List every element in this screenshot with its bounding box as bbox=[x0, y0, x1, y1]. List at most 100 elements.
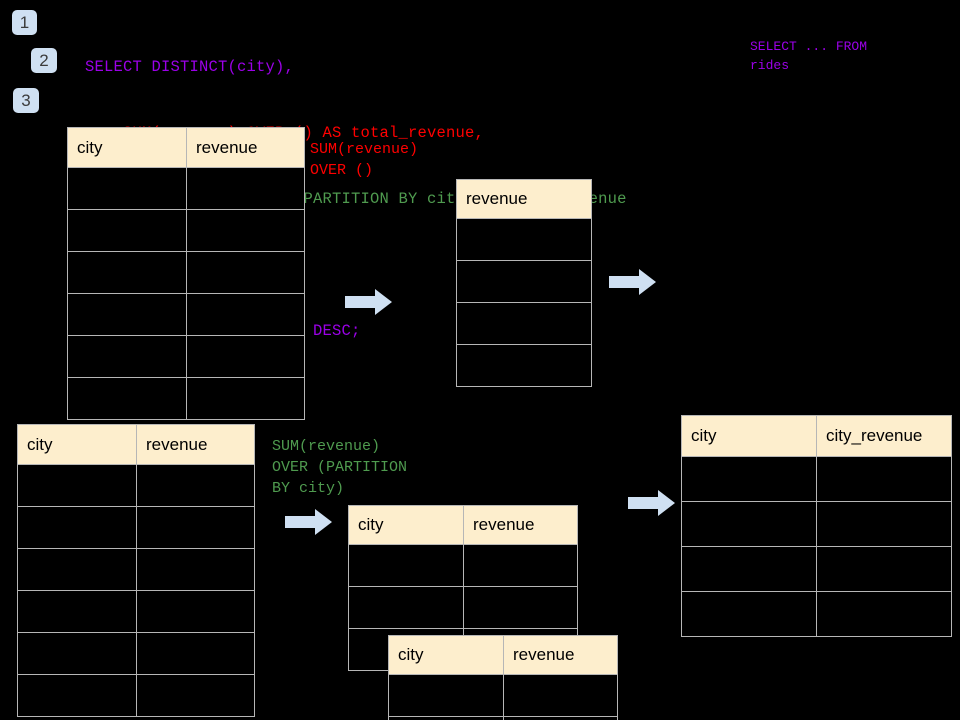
cell-revenue bbox=[456, 302, 592, 345]
table-row bbox=[67, 335, 305, 378]
cell-revenue bbox=[186, 251, 305, 294]
cell-city bbox=[388, 716, 504, 720]
cell-city bbox=[17, 590, 137, 633]
cell-city bbox=[17, 674, 137, 717]
cell-city-revenue bbox=[816, 501, 952, 547]
table-row bbox=[456, 260, 592, 303]
cell-city bbox=[681, 456, 817, 502]
cell-city bbox=[17, 506, 137, 549]
cell-revenue bbox=[186, 293, 305, 336]
cell-revenue bbox=[136, 464, 255, 507]
table-row bbox=[17, 590, 255, 633]
column-header-city: city bbox=[17, 424, 137, 465]
cell-revenue bbox=[186, 335, 305, 378]
cell-city-revenue bbox=[816, 456, 952, 502]
cell-city bbox=[681, 546, 817, 592]
table-row bbox=[17, 464, 255, 507]
rides-source-table: city revenue bbox=[67, 127, 305, 420]
table-row bbox=[67, 377, 305, 420]
cell-city bbox=[348, 544, 464, 587]
cell-revenue bbox=[456, 344, 592, 387]
cell-revenue bbox=[456, 260, 592, 303]
step-badge-3: 3 bbox=[13, 88, 39, 113]
step-badge-2-label: 2 bbox=[39, 51, 49, 70]
cell-city bbox=[67, 167, 187, 210]
city-revenue-result-table: city city_revenue bbox=[681, 415, 952, 637]
table-header-row: city revenue bbox=[17, 424, 255, 465]
step-badge-1-label: 1 bbox=[19, 13, 30, 32]
partition-group-table-front: city revenue bbox=[388, 635, 618, 720]
arrow-total-to-result-icon bbox=[609, 269, 656, 295]
cell-city bbox=[17, 632, 137, 675]
table-row bbox=[681, 501, 952, 547]
arrow-source-to-total-icon bbox=[345, 289, 392, 315]
table-row bbox=[67, 251, 305, 294]
partition-group-table-back: city revenue bbox=[348, 505, 578, 671]
cell-revenue bbox=[136, 590, 255, 633]
cell-revenue bbox=[463, 586, 578, 629]
table-row bbox=[681, 591, 952, 637]
table-row bbox=[681, 546, 952, 592]
cell-revenue bbox=[456, 218, 592, 261]
annotation-sum-over-empty: SUM(revenue) OVER () bbox=[310, 141, 419, 179]
column-header-city: city bbox=[348, 505, 464, 545]
column-header-revenue: revenue bbox=[136, 424, 255, 465]
cell-city bbox=[681, 501, 817, 547]
cell-city bbox=[388, 674, 504, 717]
table-header-row: city revenue bbox=[348, 505, 578, 545]
table-row bbox=[456, 218, 592, 261]
cell-revenue bbox=[136, 506, 255, 549]
table-row bbox=[17, 506, 255, 549]
cell-city bbox=[17, 548, 137, 591]
column-header-city-revenue: city_revenue bbox=[816, 415, 952, 457]
cell-city bbox=[681, 591, 817, 637]
table-row bbox=[17, 548, 255, 591]
table-row bbox=[17, 632, 255, 675]
step-badge-3-label: 3 bbox=[21, 91, 31, 110]
cell-revenue bbox=[503, 674, 618, 717]
annotation-select-from-rides: SELECT ... FROM rides bbox=[750, 39, 868, 73]
table-row bbox=[388, 716, 618, 720]
step-badge-2: 2 bbox=[31, 48, 57, 73]
cell-city bbox=[17, 464, 137, 507]
table-header-row: city revenue bbox=[388, 635, 618, 675]
column-header-city: city bbox=[388, 635, 504, 675]
table-row bbox=[456, 344, 592, 387]
column-header-revenue: revenue bbox=[186, 127, 305, 168]
table-header-row: revenue bbox=[456, 179, 592, 219]
cell-city bbox=[67, 335, 187, 378]
cell-revenue bbox=[136, 674, 255, 717]
cell-revenue bbox=[136, 632, 255, 675]
column-header-revenue: revenue bbox=[503, 635, 618, 675]
cell-revenue bbox=[463, 544, 578, 587]
annotation-sum-over-partition: SUM(revenue) OVER (PARTITION BY city) bbox=[272, 438, 408, 497]
cell-city bbox=[67, 251, 187, 294]
cell-city-revenue bbox=[816, 591, 952, 637]
cell-revenue bbox=[186, 377, 305, 420]
table-header-row: city revenue bbox=[67, 127, 305, 168]
table-row bbox=[348, 586, 578, 629]
cell-city-revenue bbox=[816, 546, 952, 592]
table-row bbox=[67, 293, 305, 336]
cell-city bbox=[67, 293, 187, 336]
table-row bbox=[67, 209, 305, 252]
cell-city bbox=[348, 586, 464, 629]
step-badge-1: 1 bbox=[12, 10, 37, 35]
column-header-revenue: revenue bbox=[463, 505, 578, 545]
table-header-row: city city_revenue bbox=[681, 415, 952, 457]
table-row bbox=[17, 674, 255, 717]
column-header-city: city bbox=[681, 415, 817, 457]
arrow-partition-to-result-icon bbox=[628, 490, 675, 516]
rides-source-table-2: city revenue bbox=[17, 424, 255, 717]
cell-city bbox=[67, 377, 187, 420]
table-row bbox=[348, 544, 578, 587]
table-row bbox=[456, 302, 592, 345]
table-row bbox=[388, 674, 618, 717]
cell-revenue bbox=[186, 209, 305, 252]
column-header-revenue: revenue bbox=[456, 179, 592, 219]
sql-line-select: SELECT DISTINCT(city), bbox=[85, 58, 295, 76]
arrow-source-to-partition-icon bbox=[285, 509, 332, 535]
total-revenue-table: revenue bbox=[456, 179, 592, 387]
cell-revenue bbox=[136, 548, 255, 591]
